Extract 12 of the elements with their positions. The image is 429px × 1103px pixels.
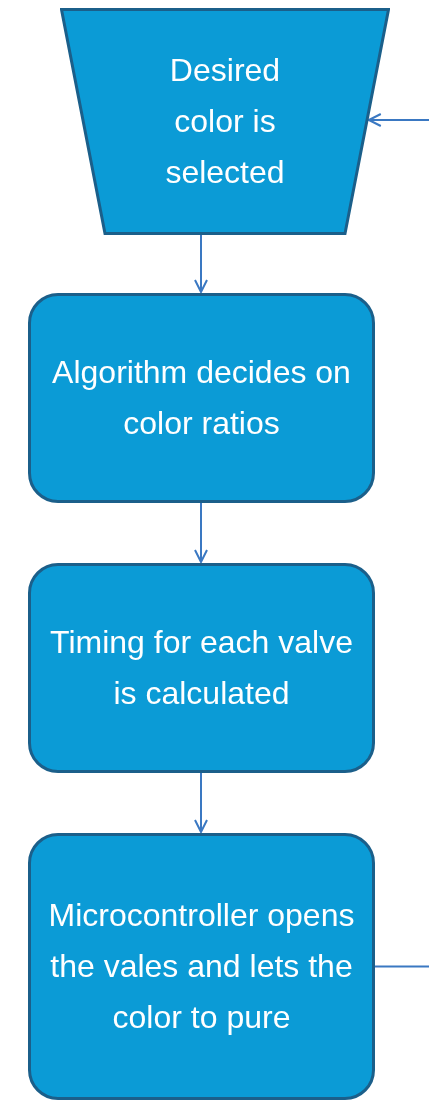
process-box — [28, 563, 375, 773]
arrow — [367, 113, 429, 127]
node-text: Timing for each valve is calculated — [49, 623, 354, 713]
arrow — [194, 772, 208, 833]
process-box — [28, 293, 375, 503]
arrow — [194, 502, 208, 563]
input-trapezoid — [60, 8, 390, 235]
arrow — [194, 234, 208, 293]
process-box — [28, 833, 375, 1100]
node-text: Microcontroller opens the vales and lets the color to pure — [47, 896, 356, 1037]
node-text: Algorithm decides on color ratios — [51, 353, 352, 443]
node-text: Desired color is selected — [164, 51, 286, 192]
